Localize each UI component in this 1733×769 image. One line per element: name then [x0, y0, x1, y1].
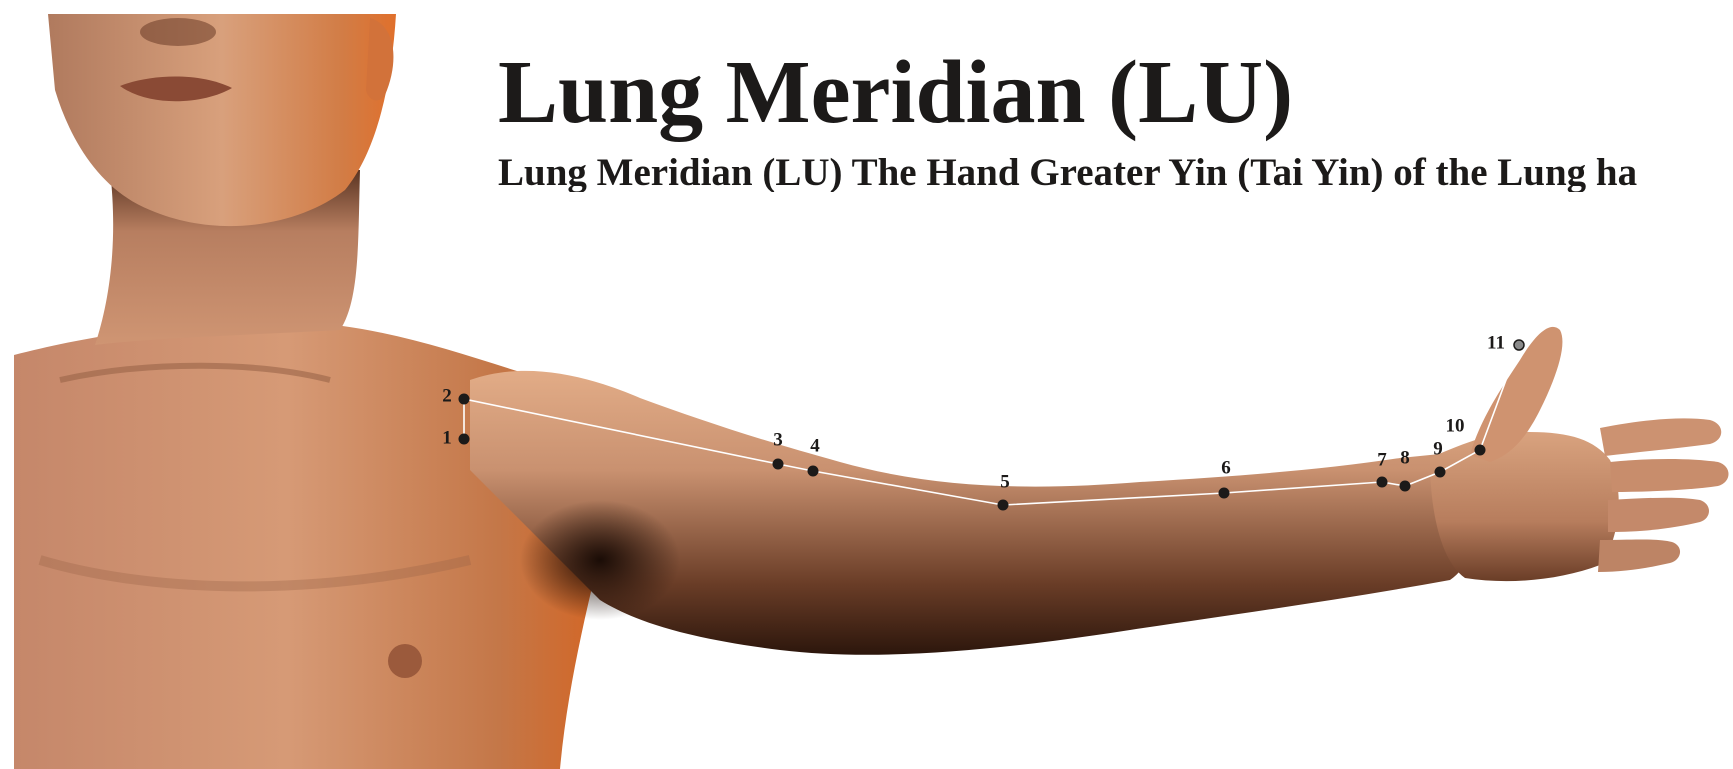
- acupoint-10: [1475, 445, 1486, 456]
- acupoint-4: [808, 466, 819, 477]
- acupoint-label-3: 3: [773, 429, 783, 450]
- finger-3-shape: [1608, 498, 1709, 532]
- acupoint-2: [459, 394, 470, 405]
- acupoint-11: [1514, 340, 1524, 350]
- nose-shadow: [140, 18, 216, 46]
- nipple-shape: [388, 644, 422, 678]
- acupoint-label-10: 10: [1446, 415, 1465, 436]
- armpit-shadow: [520, 500, 680, 620]
- acupoint-1: [459, 434, 470, 445]
- acupoint-5: [998, 500, 1009, 511]
- acupoint-3: [773, 459, 784, 470]
- page-title: Lung Meridian (LU): [498, 48, 1293, 138]
- page-subtitle: Lung Meridian (LU) The Hand Greater Yin …: [498, 153, 1733, 192]
- acupoint-6: [1219, 488, 1230, 499]
- acupoint-7: [1377, 477, 1388, 488]
- finger-1-shape: [1600, 418, 1721, 456]
- acupoint-8: [1400, 481, 1411, 492]
- acupoint-label-11: 11: [1487, 332, 1505, 353]
- acupoint-label-9: 9: [1433, 438, 1443, 459]
- acupoint-label-8: 8: [1400, 447, 1410, 468]
- acupoint-label-2: 2: [442, 385, 452, 406]
- acupoint-label-4: 4: [810, 435, 820, 456]
- finger-2-shape: [1610, 459, 1729, 492]
- hand-palm-shape: [1430, 432, 1619, 581]
- acupoint-label-5: 5: [1000, 471, 1010, 492]
- acupoint-label-6: 6: [1221, 457, 1231, 478]
- acupoint-9: [1435, 467, 1446, 478]
- finger-4-shape: [1598, 540, 1680, 573]
- acupoint-label-7: 7: [1377, 449, 1387, 470]
- acupoint-label-1: 1: [442, 427, 452, 448]
